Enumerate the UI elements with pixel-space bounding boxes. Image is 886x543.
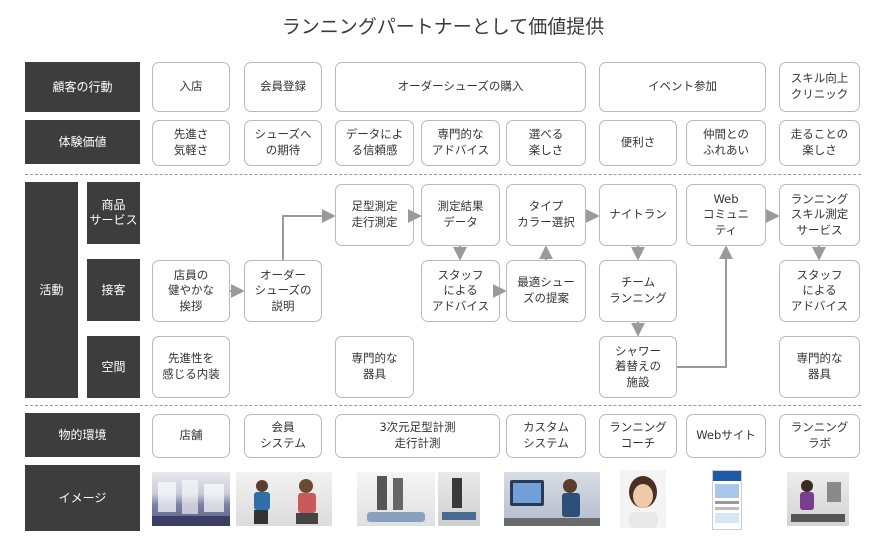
action-box: オーダーシューズの購入 [335, 62, 586, 112]
activity-space-box: シャワー 着替えの 施設 [599, 336, 677, 398]
label-space: 空間 [87, 336, 140, 398]
activity-product-box: ランニング スキル測定 サービス [779, 184, 860, 246]
action-box: イベント参加 [599, 62, 766, 112]
store-interior-photo [152, 472, 230, 526]
activity-space-box: 専門的な 器具 [779, 336, 860, 398]
running-lab-photo [787, 472, 849, 526]
activity-service-box: スタッフ による アドバイス [779, 260, 860, 322]
activity-service-box: オーダー シューズの 説明 [244, 260, 322, 322]
value-box: 仲間との ふれあい [686, 120, 766, 166]
custom-system-photo [504, 472, 600, 526]
foot-measurement-photo [357, 472, 435, 526]
label-experience-value: 体験価値 [25, 120, 140, 164]
label-activity: 活動 [25, 182, 78, 398]
physical-env-box: ランニング コーチ [599, 414, 677, 458]
activity-space-box: 先進性を 感じる内装 [152, 336, 230, 398]
value-box: 便利さ [599, 120, 677, 166]
activity-product-box: ナイトラン [599, 184, 677, 246]
activity-service-box: スタッフ による アドバイス [421, 260, 500, 322]
shoe-fitting-photo [236, 472, 332, 526]
action-box: 会員登録 [244, 62, 322, 112]
arrow [282, 209, 336, 260]
activity-product-box: Web コミュニ ティ [686, 184, 766, 246]
value-box: シューズへ の期待 [244, 120, 322, 166]
physical-env-box: ランニング ラボ [779, 414, 860, 458]
value-box: 選べる 楽しさ [506, 120, 586, 166]
activity-space-box: 専門的な 器具 [335, 336, 414, 398]
running-coach-portrait [620, 470, 666, 528]
divider [25, 174, 861, 175]
label-physical-env: 物的環境 [25, 413, 140, 457]
activity-service-box: チーム ランニング [599, 260, 677, 322]
label-product-service: 商品 サービス [87, 182, 140, 244]
label-image: イメージ [25, 465, 140, 531]
label-service-desk: 接客 [87, 259, 140, 321]
action-box: 入店 [152, 62, 230, 112]
physical-env-box: 3次元足型計測 走行計測 [335, 414, 500, 458]
treadmill-photo [438, 472, 480, 526]
activity-service-box: 店員の 健やかな 挨拶 [152, 260, 230, 322]
value-box: データによ る信頼感 [335, 120, 414, 166]
value-box: 走ることの 楽しさ [779, 120, 860, 166]
activity-service-box: 最適シュー ズの提案 [506, 260, 586, 322]
divider [25, 405, 861, 406]
page-title: ランニングパートナーとして価値提供 [281, 16, 605, 38]
physical-env-box: 店舗 [152, 414, 230, 458]
website-screenshot [712, 470, 742, 530]
activity-product-box: 足型測定 走行測定 [335, 184, 414, 246]
action-box: スキル向上 クリニック [779, 62, 860, 112]
activity-product-box: 測定結果 データ [421, 184, 500, 246]
arrow [677, 245, 733, 368]
physical-env-box: 会員 システム [244, 414, 322, 458]
physical-env-box: カスタム システム [506, 414, 586, 458]
activity-product-box: タイプ カラー選択 [506, 184, 586, 246]
value-box: 先進さ 気軽さ [152, 120, 230, 166]
value-box: 専門的な アドバイス [421, 120, 500, 166]
physical-env-box: Webサイト [686, 414, 766, 458]
label-customer-action: 顧客の行動 [25, 62, 140, 112]
